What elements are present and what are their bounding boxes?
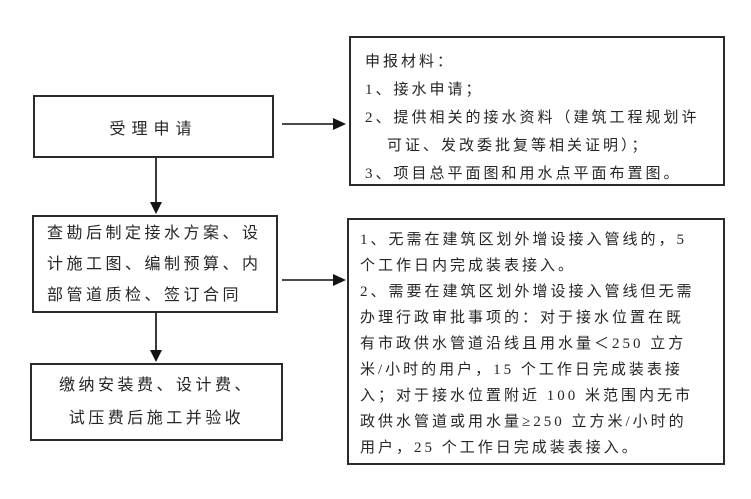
text-line: 缴纳安装费、设计费、 — [58, 377, 254, 394]
arrow-survey-to-pay — [150, 313, 162, 362]
arrow-shaft — [282, 279, 335, 281]
arrow-survey-to-timelines — [282, 274, 346, 286]
arrow-shaft — [282, 123, 335, 125]
text-line: 查勘后制定接水方案、设 — [47, 224, 262, 242]
text-line: 用户，25 个工作日完成装表接入。 — [360, 440, 640, 456]
text-line: 个工作日内完成装表接入。 — [360, 258, 577, 274]
note-box-installation-timelines: 1、无需在建筑区划外增设接入管线的，5 个工作日内完成装表接入。 2、需要在建筑区划… — [347, 218, 725, 465]
text-line: 1、无需在建筑区划外增设接入管线的，5 — [360, 232, 688, 248]
flow-step-pay-and-construct: 缴纳安装费、设计费、试压费后施工并验收 — [30, 363, 283, 441]
text-line: 计施工图、编制预算、内 — [47, 255, 262, 273]
text-line: 办理行政审批事项的：对于接水位置在既 — [360, 310, 685, 326]
arrow-shaft — [155, 313, 157, 352]
text-line: 2、提供相关的接水资料（建筑工程规划许 — [365, 110, 700, 126]
arrow-head-right-icon — [333, 118, 346, 130]
text-line: 政供水管道或用水量≥250 立方米/小时的 — [360, 414, 687, 430]
note-box-application-materials: 申报材料： 1、接水申请； 2、提供相关的接水资料（建筑工程规划许可证、发改委批复等… — [349, 36, 725, 186]
text-line: 有市政供水管道沿线且用水量＜250 立方 — [360, 336, 687, 352]
text-line: 受理申请 — [109, 120, 198, 138]
arrow-head-down-icon — [150, 202, 162, 214]
text-line: 3、项目总平面图和用水点平面布置图。 — [365, 166, 682, 182]
arrow-head-right-icon — [333, 274, 346, 286]
text-line: 米/小时的用户，15 个工作日完成装表接 — [360, 362, 683, 378]
arrow-accept-to-survey — [150, 158, 162, 214]
flow-step-survey-and-plan: 查勘后制定接水方案、设计施工图、编制预算、内部管道质检、签订合同 — [32, 215, 278, 313]
text-line: 申报材料： — [365, 54, 456, 70]
text-line: 部管道质检、签订合同 — [47, 286, 243, 304]
text-line: 2、需要在建筑区划外增设接入管线但无需 — [360, 284, 695, 300]
text-line: 1、接水申请； — [365, 82, 484, 98]
arrow-shaft — [155, 158, 157, 204]
text-line: 入；对于接水位置附近 100 米范围内无市 — [360, 388, 694, 404]
text-line: 试压费后施工并验收 — [68, 410, 245, 427]
text-line: 可证、发改委批复等相关证明）； — [387, 138, 650, 154]
arrow-head-down-icon — [150, 350, 162, 362]
flow-step-accept-application: 受理申请 — [33, 95, 274, 158]
arrow-accept-to-materials — [282, 118, 346, 130]
